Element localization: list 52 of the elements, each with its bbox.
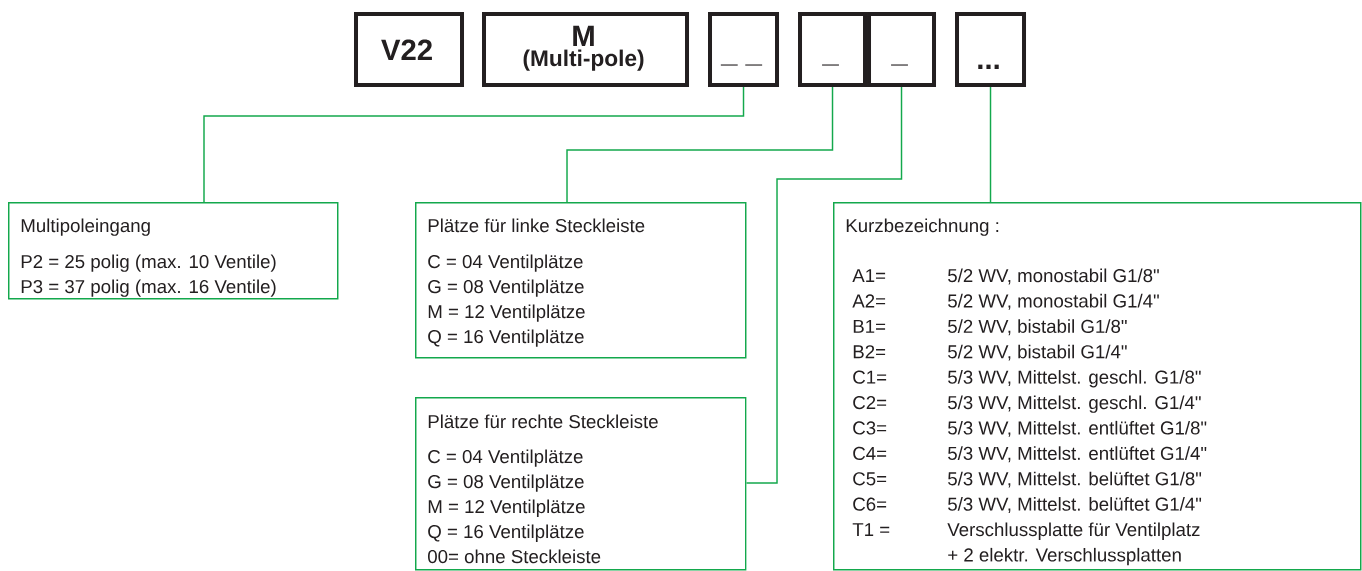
code-label: T1 =	[852, 523, 890, 536]
description-text: 5/2 WV, bistabil G1/8"	[948, 319, 1127, 336]
description-text: 5/2 WV, bistabil G1/4"	[948, 344, 1127, 361]
code-box: M (Multi-pole)	[482, 12, 689, 87]
list-item: 00= ohne Steckleiste	[428, 549, 601, 564]
list-item: P3 = 37 polig (max. 16 Ventile)	[21, 279, 276, 297]
connector-line	[989, 86, 992, 203]
description-text: 5/3 WV, Mittelst. geschl. G1/8"	[948, 370, 1201, 388]
connector-line	[203, 86, 745, 203]
code-box: _	[867, 12, 936, 87]
description-text: 5/3 WV, Mittelst. entlüftet G1/4"	[948, 446, 1207, 463]
list-item: G = 08 Ventilplätze	[428, 474, 584, 492]
box-heading: Plätze für linke Steckleiste	[428, 218, 645, 233]
code-label: C6=	[853, 497, 887, 511]
code-box: ...	[955, 12, 1026, 87]
description-text: + 2 elektr. Verschlussplatten	[948, 547, 1181, 566]
code-label: C5=	[853, 472, 887, 486]
code-label: C2=	[853, 395, 887, 410]
code-box: V22	[354, 12, 464, 87]
description-text: 5/2 WV, monostabil G1/8"	[948, 268, 1159, 285]
list-item: Q = 16 Ventilplätze	[428, 524, 584, 542]
list-item: P2 = 25 polig (max. 10 Ventile)	[21, 254, 276, 272]
list-item: G = 08 Ventilplätze	[428, 279, 584, 297]
list-item: M = 12 Ventilplätze	[428, 499, 585, 517]
box-heading: Multipoleingang	[21, 218, 150, 236]
code-label: B1=	[853, 319, 886, 333]
connector-line	[745, 86, 903, 484]
code-label: C3=	[853, 421, 887, 435]
list-item: C = 04 Ventilplätze	[428, 449, 583, 467]
info-box	[8, 202, 339, 300]
code-label: C1=	[853, 370, 887, 384]
list-item: C = 04 Ventilplätze	[428, 254, 583, 272]
description-text: 5/3 WV, Mittelst. belüftet G1/4"	[948, 497, 1202, 513]
code-label: A2=	[852, 294, 886, 308]
code-label: C4=	[853, 446, 887, 460]
description-text: 5/2 WV, monostabil G1/4"	[948, 293, 1159, 310]
connector-line	[566, 86, 834, 203]
list-item: M = 12 Ventilplätze	[428, 304, 585, 322]
code-label: B2=	[853, 345, 886, 359]
info-box	[415, 202, 747, 359]
description-text: 5/3 WV, Mittelst. geschl. G1/4"	[948, 395, 1201, 413]
box-heading: Plätze für rechte Steckleiste	[428, 414, 658, 429]
legend-table-box	[833, 202, 1362, 571]
box-heading: Kurzbezeichnung :	[846, 218, 999, 236]
code-box: _ _	[708, 12, 779, 87]
code-box: _	[798, 12, 867, 87]
description-text: 5/3 WV, Mittelst. entlüftet G1/8"	[948, 420, 1207, 437]
description-text: Verschlussplatte für Ventilplatz	[947, 522, 1200, 540]
code-label: A1=	[852, 269, 886, 282]
info-box	[415, 397, 747, 571]
description-text: 5/3 WV, Mittelst. belüftet G1/8"	[948, 471, 1202, 488]
list-item: Q = 16 Ventilplätze	[428, 329, 584, 347]
